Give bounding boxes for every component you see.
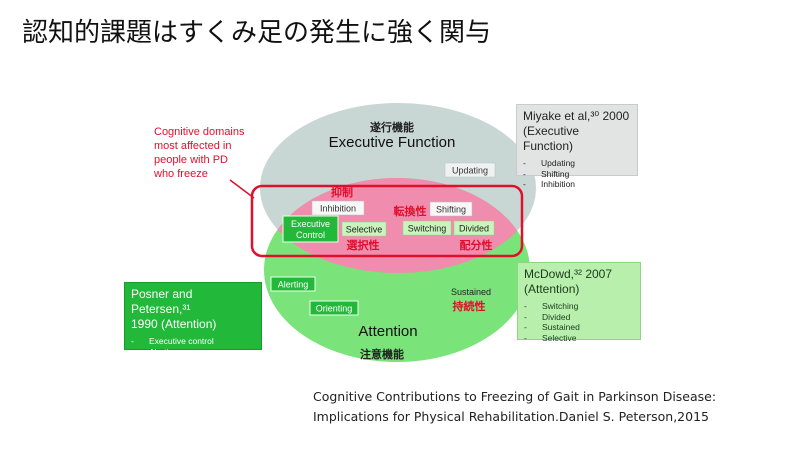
divided-ja-label: 配分性 [460, 238, 493, 252]
selective-ja-label: 選択性 [347, 238, 380, 252]
note-line-1: Cognitive domains [154, 126, 245, 138]
switching-chip [402, 220, 452, 236]
mcdowd-reference-box: McDowd,³² 2007 (Attention) Switching Div… [517, 262, 641, 343]
alerting-chip [270, 276, 316, 292]
sustained-label: Sustained [451, 287, 491, 297]
list-item: Shifting [523, 169, 631, 180]
selective-chip-label: Selective [346, 225, 383, 235]
posner-list: Executive control Alerting Orienting [131, 336, 255, 368]
alerting-chip-label: Alerting [278, 280, 309, 290]
list-item: Executive control [131, 336, 255, 347]
posner-title-line2: 1990 (Attention) [131, 317, 217, 331]
note-line-2: most affected in [154, 140, 231, 152]
executive-control-label-line1: Executive [291, 219, 330, 229]
list-item: Switching [524, 301, 634, 312]
shifting-chip-label: Shifting [436, 205, 466, 215]
inhibition-chip [311, 200, 365, 216]
miyake-list: Updating Shifting Inhibition [523, 158, 631, 190]
updating-chip [444, 162, 496, 178]
posner-title-line1: Posner and Petersen,³¹ [131, 287, 193, 316]
citation-line1: Cognitive Contributions to Freezing of G… [313, 389, 717, 404]
shifting-chip [429, 201, 473, 217]
inhibition-chip-label: Inhibition [320, 204, 356, 214]
list-item: Alerting [131, 347, 255, 358]
orienting-chip [309, 300, 359, 316]
list-item: Divided [524, 312, 634, 323]
switching-chip-label: Switching [408, 224, 447, 234]
mcdowd-list: Switching Divided Sustained Selective [524, 301, 634, 343]
note-line-4: who freeze [153, 168, 208, 180]
citation-line2: Implications for Physical Rehabilitation… [313, 409, 709, 424]
posner-reference-box: Posner and Petersen,³¹ 1990 (Attention) … [124, 282, 262, 367]
note-arrow [229, 179, 255, 199]
list-item: Inhibition [523, 179, 631, 190]
divided-chip [453, 220, 495, 236]
note-line-3: people with PD [154, 154, 228, 166]
divided-chip-label: Divided [459, 224, 489, 234]
mcdowd-title-line1: McDowd,³² 2007 [524, 267, 613, 281]
attention-label: Attention [358, 323, 417, 340]
executive-control-label-line2: Control [296, 230, 325, 240]
slide-title: 認知的課題はすくみ足の発生に強く関与 [22, 18, 492, 48]
miyake-reference-box: Miyake et al,³⁰ 2000 (Executive Function… [516, 104, 638, 189]
list-item: Sustained [524, 322, 634, 333]
selective-chip [341, 221, 387, 237]
attention-ja-label: 注意機能 [360, 347, 404, 361]
executive-function-label: Executive Function [329, 134, 456, 151]
citation: Cognitive Contributions to Freezing of G… [313, 387, 716, 427]
miyake-title-line1: Miyake et al,³⁰ 2000 [523, 109, 630, 123]
inhibition-ja-label: 抑制 [331, 185, 353, 199]
updating-chip-label: Updating [452, 166, 488, 176]
sustained-ja-label: 持続性 [453, 299, 486, 313]
highlight-box [250, 184, 524, 258]
orienting-chip-label: Orienting [316, 304, 353, 314]
miyake-title-line2: (Executive Function) [523, 124, 580, 153]
mcdowd-title-line2: (Attention) [524, 282, 580, 296]
list-item: Updating [523, 158, 631, 169]
executive-function-ja-label: 遂行機能 [370, 120, 414, 134]
list-item: Selective [524, 333, 634, 344]
shifting-ja-label: 転換性 [394, 204, 427, 218]
list-item: Orienting [131, 357, 255, 368]
executive-control-chip [282, 215, 339, 243]
